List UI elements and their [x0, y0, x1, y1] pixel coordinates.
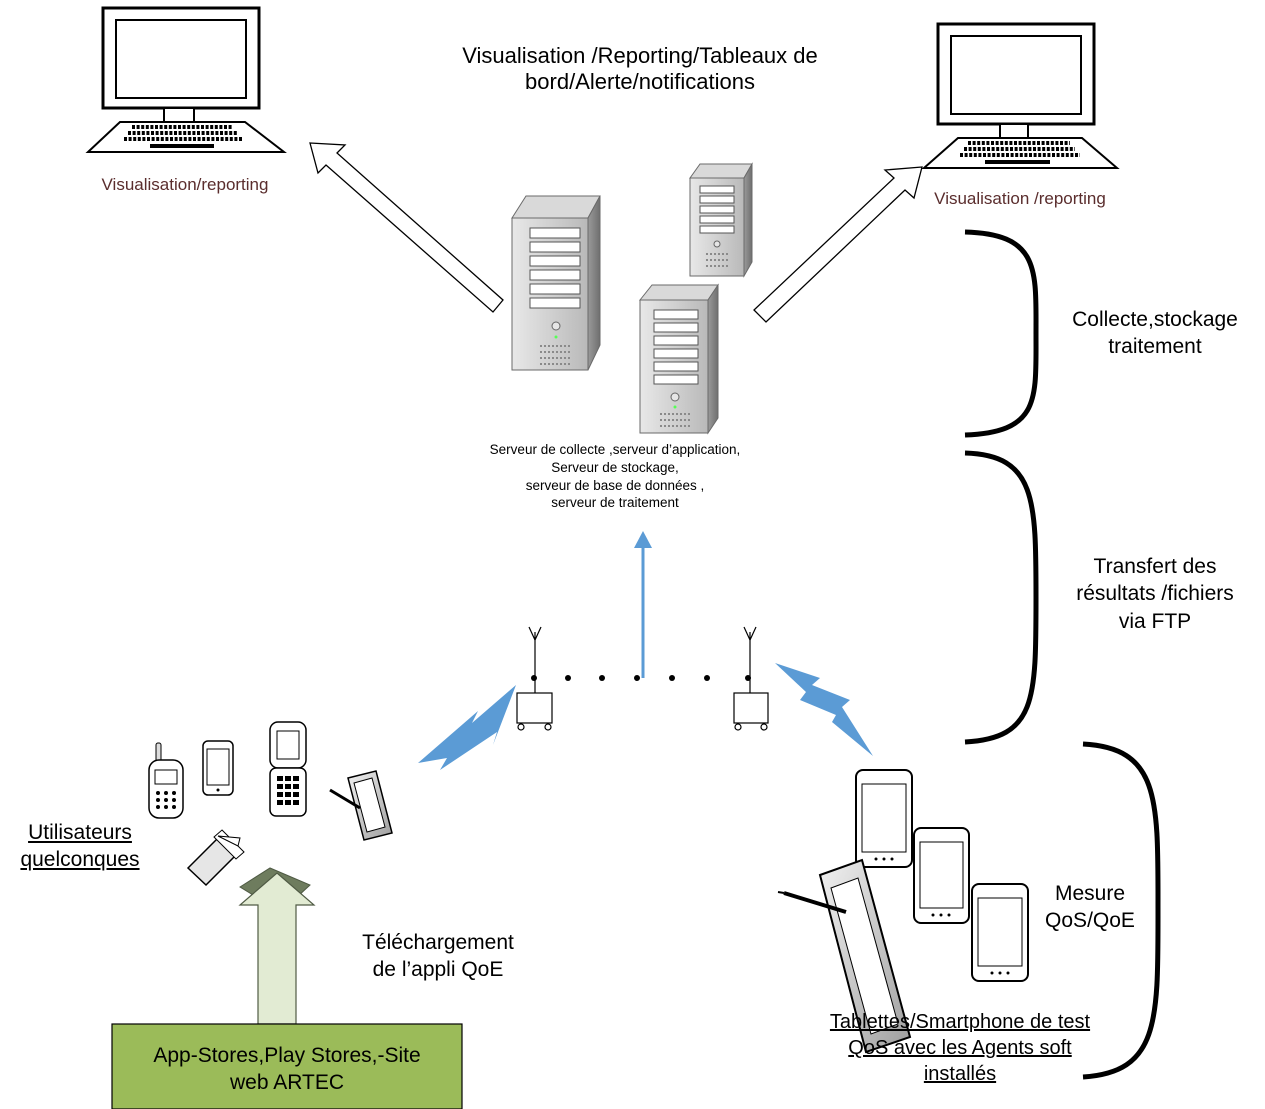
download-line: de l’appli QoE [372, 958, 504, 982]
collecte-label: Collecte,stockage traitement [1045, 306, 1265, 361]
bracket-collecte [964, 229, 1039, 438]
lightning-right-icon [775, 663, 873, 756]
right-laptop-label: Visualisation /reporting [934, 189, 1106, 208]
test-smartphone-icon [913, 827, 970, 924]
antenna-left-icon [516, 626, 553, 731]
test-devices-line: Tablettes/Smartphone de test [829, 1011, 1091, 1033]
laptop-right-icon [921, 22, 1120, 169]
store-label: App-Stores,Play Stores,-Site web ARTEC [112, 1042, 462, 1097]
test-devices-line: installés [923, 1063, 997, 1085]
arrow-to-left-laptop [309, 142, 504, 313]
laptop-left-icon [85, 6, 287, 153]
server-icon [689, 162, 753, 278]
transfert-line: résultats /fichiers [1076, 582, 1234, 606]
users-line: quelconques [20, 848, 140, 872]
bracket-transfert [964, 450, 1039, 745]
arrow-to-right-laptop [753, 166, 923, 323]
users-label: Utilisateurs quelconques [0, 819, 160, 874]
mesure-line: Mesure [1054, 882, 1126, 905]
transfert-line: via FTP [1118, 609, 1192, 633]
header-line-1: Visualisation /Reporting/Tableaux de [462, 43, 818, 68]
test-devices-label: Tablettes/Smartphone de test QoS avec le… [770, 1009, 1150, 1087]
collecte-line: Collecte,stockage [1072, 308, 1238, 331]
tablet-pen-icon [329, 770, 393, 841]
mesure-line: QoS/QoE [1045, 909, 1135, 933]
clamshell-phone-icon [186, 829, 245, 887]
server-caption-line: Serveur de collecte ,serveur d’applicati… [489, 442, 741, 457]
mesure-label: Mesure QoS/QoE [1030, 880, 1150, 935]
cellphone-icon [148, 742, 184, 819]
transfert-label: Transfert des résultats /fichiers via FT… [1045, 553, 1265, 635]
header-title: Visualisation /Reporting/Tableaux de bor… [405, 43, 875, 95]
bracket-mesure [1082, 741, 1161, 1080]
flip-phone-icon [269, 721, 307, 817]
header-line-2: bord/Alerte/notifications [525, 68, 755, 94]
upload-arrow [634, 531, 652, 678]
test-smartphone-icon [855, 769, 913, 868]
smartphone-icon [202, 740, 234, 796]
test-devices-line: QoS avec les Agents soft [848, 1037, 1072, 1059]
users-line: Utilisateurs [28, 821, 132, 844]
store-line: App-Stores,Play Stores,-Site [153, 1044, 421, 1067]
network-dots [531, 675, 751, 681]
server-icon [511, 195, 601, 371]
server-caption-line: Serveur de stockage, [551, 459, 679, 475]
left-laptop-label: Visualisation/reporting [101, 175, 269, 194]
download-label: Téléchargement de l’appli QoE [318, 929, 558, 984]
collecte-line: traitement [1108, 335, 1202, 359]
app-store-box [111, 1023, 463, 1109]
lightning-left-icon [418, 685, 516, 770]
test-tablet-icon [777, 858, 912, 1054]
server-caption-line: serveur de traitement [551, 495, 679, 511]
server-caption-line: serveur de base de données , [525, 477, 705, 493]
download-arrow [238, 867, 316, 1025]
test-smartphone-icon [971, 883, 1029, 982]
server-icon [638, 283, 719, 435]
download-line: Téléchargement [362, 931, 514, 954]
server-caption: Serveur de collecte ,serveur d’applicati… [430, 441, 800, 512]
transfert-line: Transfert des [1093, 555, 1217, 578]
store-line: web ARTEC [230, 1071, 344, 1095]
antenna-right-icon [733, 626, 769, 731]
